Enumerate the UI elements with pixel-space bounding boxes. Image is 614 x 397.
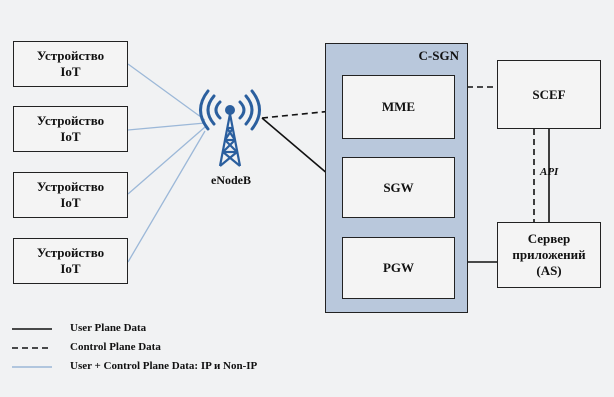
iot-device-2: Устройство IoT [13,106,128,152]
csgn-label: C-SGN [418,48,459,63]
legend-user-control-plane-label: User + Control Plane Data: IP и Non-IP [70,360,258,372]
radio-tower-icon [198,88,262,168]
api-label: API [540,166,559,178]
app-server-node: Сервер приложений (AS) [497,222,601,288]
iot-device-4: Устройство IoT [13,238,128,284]
pgw-node: PGW [342,237,455,299]
iot-device-1: Устройство IoT [13,41,128,87]
legend-user-plane-label: User Plane Data [70,322,147,334]
legend-control-plane-label: Control Plane Data [70,341,161,353]
link-device-1-enodeb [127,63,206,121]
link-enodeb-mme [261,109,343,119]
iot-device-3: Устройство IoT [13,172,128,218]
light-line-swatch [12,366,52,368]
solid-line-swatch [12,328,52,330]
link-device-2-enodeb [127,122,206,131]
sgw-node: SGW [342,157,455,218]
enodeb-label: eNodeB [211,173,251,187]
link-device-3-enodeb [127,126,206,195]
mme-node: MME [342,75,455,139]
dashed-line-swatch [12,347,52,349]
scef-node: SCEF [497,60,601,129]
link-device-4-enodeb [127,130,206,263]
